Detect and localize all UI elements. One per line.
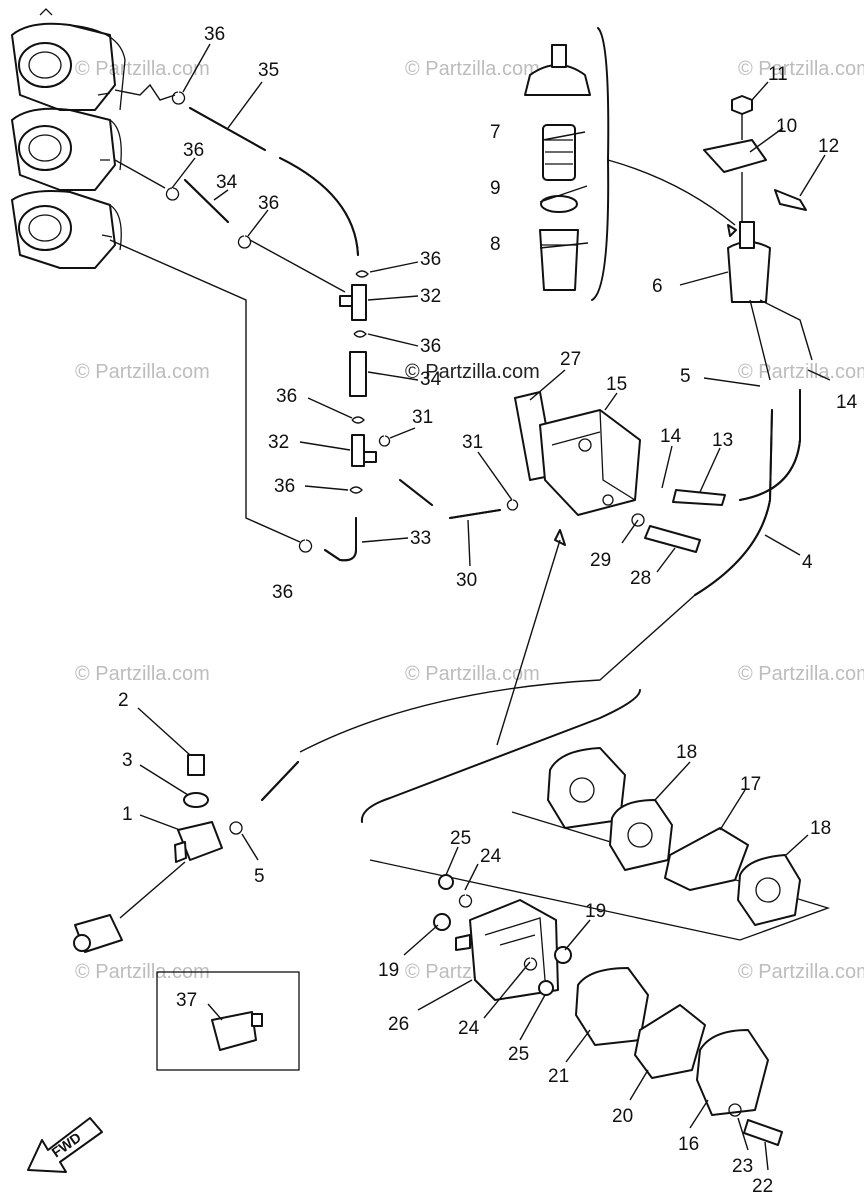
hose-clip-icon xyxy=(378,435,391,447)
callout-28: 28 xyxy=(630,568,651,589)
main-fuel-line xyxy=(261,529,696,801)
callout-10: 10 xyxy=(776,116,797,137)
callout-16: 16 xyxy=(678,1134,699,1155)
callout-34: 34 xyxy=(216,172,238,193)
callout-26: 26 xyxy=(388,1014,409,1035)
watermark: © Partzilla.com xyxy=(405,361,540,383)
callout-9: 9 xyxy=(490,178,501,199)
callout-14: 14 xyxy=(660,426,682,447)
callout-8: 8 xyxy=(490,234,501,255)
callout-3: 3 xyxy=(122,750,133,771)
upper-fuel-hoses xyxy=(109,83,519,562)
fwd-arrow-icon: FWD xyxy=(27,1117,103,1173)
watermark: © Partzilla.com xyxy=(75,663,210,685)
carburetor-bank xyxy=(11,8,126,269)
watermark: © Partzilla.com xyxy=(738,361,864,383)
callout-36: 36 xyxy=(276,386,297,407)
watermark: © Partzilla.com xyxy=(75,361,210,383)
callout-36: 36 xyxy=(183,140,204,161)
part-37-box xyxy=(156,971,300,1071)
pump-body-exploded xyxy=(433,874,783,1146)
callout-6: 6 xyxy=(652,276,663,297)
callout-33: 33 xyxy=(410,528,431,549)
callout-36: 36 xyxy=(420,249,441,270)
callout-13: 13 xyxy=(712,430,733,451)
hose-clip-icon xyxy=(351,416,365,424)
callout-5: 5 xyxy=(254,866,265,887)
watermark: © Partzilla.com xyxy=(738,663,864,685)
callout-32: 32 xyxy=(420,286,441,307)
callout-36: 36 xyxy=(258,193,279,214)
callout-36: 36 xyxy=(420,336,441,357)
callout-25: 25 xyxy=(508,1044,529,1065)
callout-24: 24 xyxy=(458,1018,480,1039)
hose-clip-icon xyxy=(171,91,186,105)
callout-36: 36 xyxy=(204,24,225,45)
callout-12: 12 xyxy=(818,136,839,157)
callout-30: 30 xyxy=(456,570,477,591)
callout-18: 18 xyxy=(810,818,831,839)
fuel-filter-assembly xyxy=(703,95,813,381)
watermark: © Partzilla.com xyxy=(75,58,210,80)
watermark: © Partzilla.com xyxy=(738,58,864,80)
hose-clip-icon xyxy=(355,270,369,278)
callout-18: 18 xyxy=(676,742,697,763)
callout-20: 20 xyxy=(612,1106,633,1127)
callout-2: 2 xyxy=(118,690,129,711)
hose-clip-icon xyxy=(237,235,252,249)
hose-clip-icon xyxy=(165,187,180,201)
callout-34: 34 xyxy=(420,369,442,390)
callout-31: 31 xyxy=(462,432,483,453)
callout-14: 14 xyxy=(836,392,858,413)
callout-leaders xyxy=(137,43,831,1171)
diaphragms-and-gaskets xyxy=(547,747,801,926)
callout-36: 36 xyxy=(274,476,295,497)
watermark: © Partzilla.com xyxy=(738,961,864,983)
callout-labels: 36 35 36 34 36 36 32 36 34 36 31 32 36 3… xyxy=(118,24,858,1197)
callout-11: 11 xyxy=(768,64,788,85)
fuel-pump-assembled xyxy=(514,389,801,596)
callout-1: 1 xyxy=(122,804,133,825)
callout-15: 15 xyxy=(606,374,627,395)
fuel-joint xyxy=(73,754,243,953)
watermark: © Partzilla.com xyxy=(405,663,540,685)
callout-23: 23 xyxy=(732,1156,753,1177)
fuel-filter-detail xyxy=(524,27,737,301)
watermark: © Partzilla.com xyxy=(75,961,210,983)
callout-21: 21 xyxy=(548,1066,569,1087)
callout-27: 27 xyxy=(560,349,581,370)
callout-29: 29 xyxy=(590,550,611,571)
callout-17: 17 xyxy=(740,774,761,795)
callout-35: 35 xyxy=(258,60,279,81)
callout-19: 19 xyxy=(378,960,399,981)
hose-clip-icon xyxy=(298,539,313,553)
callout-25: 25 xyxy=(450,828,471,849)
callout-7: 7 xyxy=(490,122,501,143)
callout-24: 24 xyxy=(480,846,502,867)
hose-clip-icon xyxy=(349,486,363,494)
hose-clip-icon xyxy=(353,330,367,338)
watermark: © Partzilla.com xyxy=(405,58,540,80)
callout-5: 5 xyxy=(680,366,691,387)
callout-4: 4 xyxy=(802,552,813,573)
callout-22: 22 xyxy=(752,1176,773,1197)
callout-31: 31 xyxy=(412,407,433,428)
hose-clip-icon xyxy=(506,499,519,511)
callout-36: 36 xyxy=(272,582,293,603)
callout-19: 19 xyxy=(585,901,606,922)
callout-37: 37 xyxy=(176,990,197,1011)
callout-32: 32 xyxy=(268,432,289,453)
